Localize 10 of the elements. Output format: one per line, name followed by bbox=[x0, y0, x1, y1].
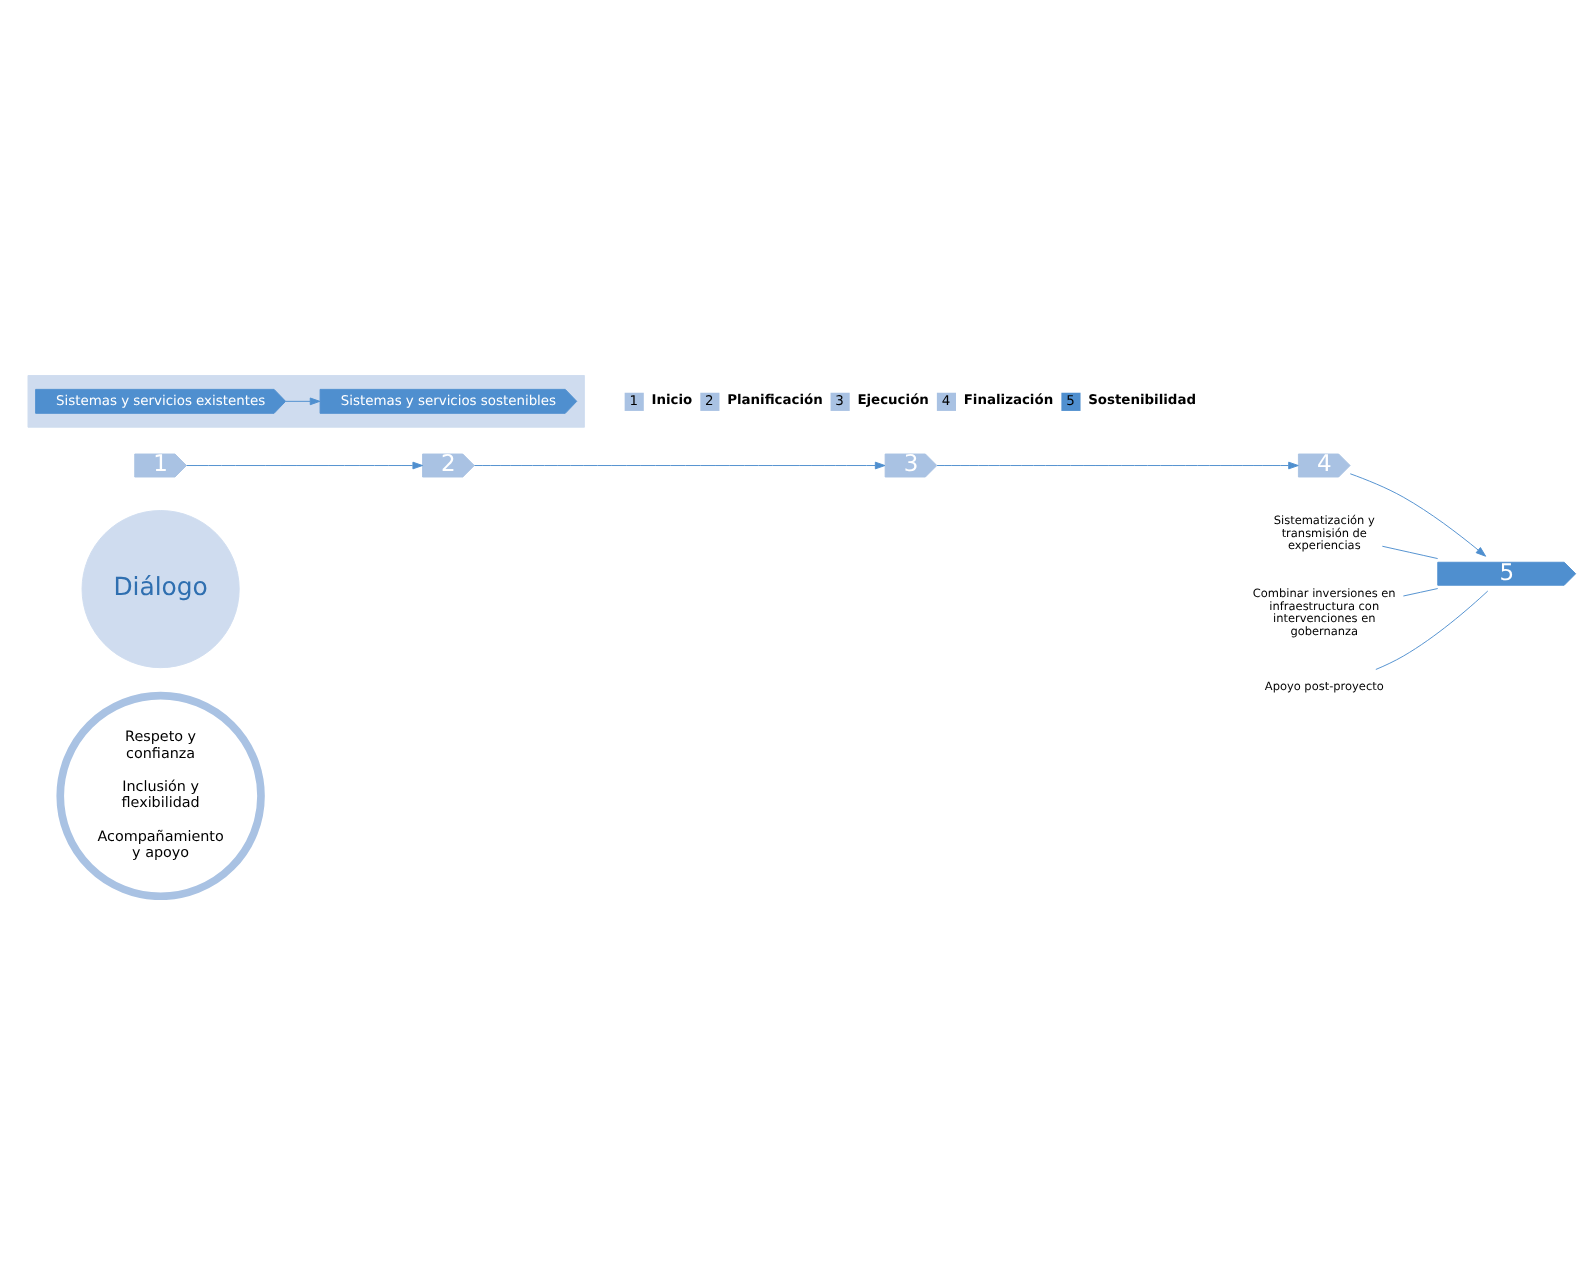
cluster bbox=[27, 375, 585, 428]
connector bbox=[1381, 545, 1439, 560]
arrow bbox=[186, 461, 423, 470]
arrow bbox=[285, 397, 321, 406]
connector bbox=[1375, 590, 1489, 670]
arrow bbox=[474, 461, 886, 470]
arrow bbox=[936, 461, 1299, 470]
arrow bbox=[1349, 473, 1487, 557]
node-circle: Diálogo bbox=[81, 510, 240, 669]
connector bbox=[1402, 588, 1439, 597]
